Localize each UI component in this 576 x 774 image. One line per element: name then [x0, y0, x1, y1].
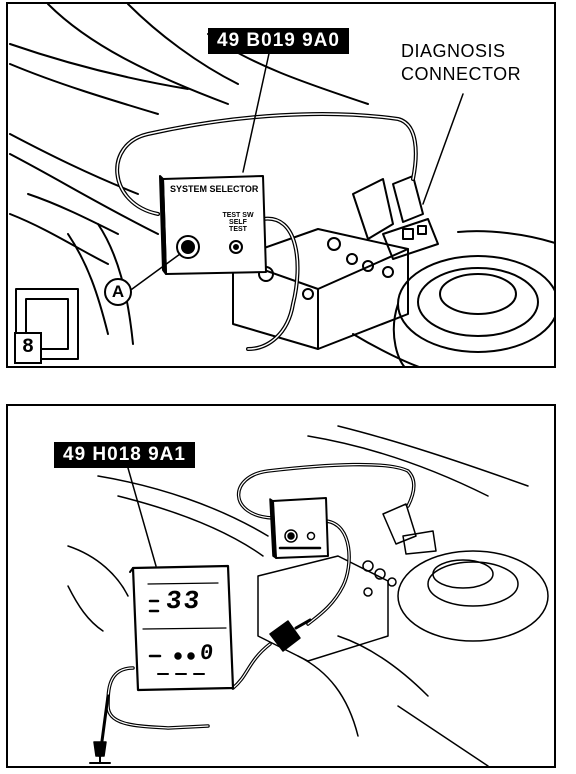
tool-part-number-label: 49 B019 9A0 [208, 28, 349, 54]
tester-small-display: 0 [198, 641, 215, 666]
engine-bay-illustration-1 [9, 4, 554, 366]
test-switch-label-line3: TEST [229, 226, 247, 233]
callout-a: A [104, 278, 132, 306]
test-switch-label: TEST SW SELF TEST [214, 212, 262, 233]
panel-tester-hookup: 49 H018 9A1 33 0 [6, 404, 556, 768]
tester-part-number-label: 49 H018 9A1 [54, 442, 195, 468]
test-switch-label-line2: SELF [229, 219, 247, 226]
system-selector-title: SYSTEM SELECTOR [170, 184, 259, 194]
diagnosis-connector-label: DIAGNOSIS CONNECTOR [401, 40, 521, 86]
engine-bay-illustration-2 [67, 425, 549, 766]
test-switch-label-line1: TEST SW [222, 212, 254, 219]
diagnosis-connector-label-line2: CONNECTOR [401, 64, 522, 84]
panel-number: 8 [14, 332, 42, 364]
tester-main-display: 33 [164, 586, 203, 616]
panel-system-selector-hookup: 49 B019 9A0 DIAGNOSIS CONNECTOR SYSTEM S… [6, 2, 556, 368]
diagnosis-connector-label-line1: DIAGNOSIS [401, 41, 506, 61]
